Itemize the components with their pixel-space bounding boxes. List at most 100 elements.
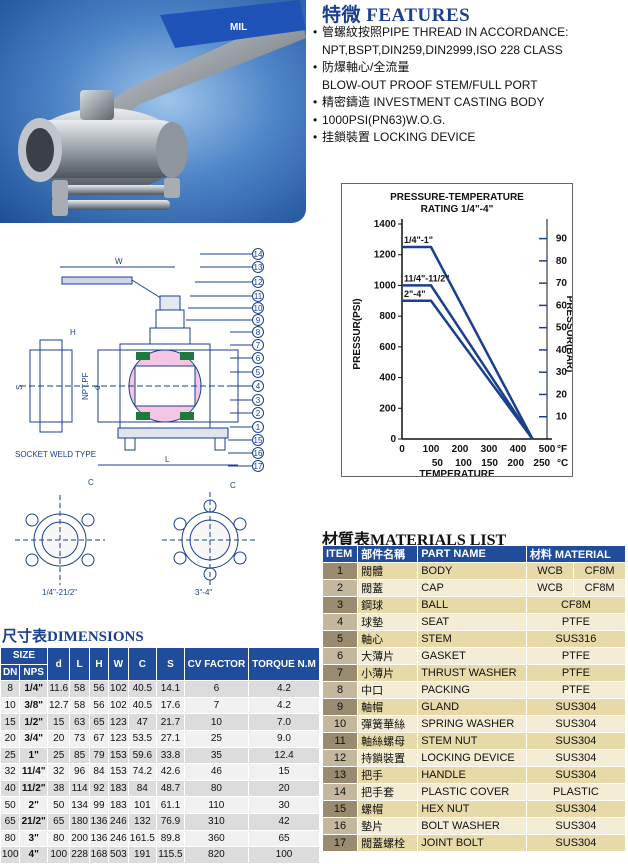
material-part-name: GLAND <box>417 698 527 716</box>
dimension-cell: 42 <box>248 812 320 831</box>
material-value: PTFE <box>525 647 627 665</box>
dimension-cell: 100 <box>46 846 71 864</box>
dimension-cell: 7.0 <box>248 713 320 731</box>
material-item-number: 8 <box>321 681 359 699</box>
material-value: SUS304 <box>525 766 627 784</box>
x-axis-label: TEMPERATURE <box>419 469 495 476</box>
dimension-cell: 25 <box>0 746 21 765</box>
chart-subtitle: RATING 1/4"-4" <box>421 204 494 215</box>
dimension-cell: 74.2 <box>127 763 158 781</box>
y-tick-label: 800 <box>379 311 396 322</box>
dimension-cell: 76.9 <box>156 812 185 831</box>
material-item-number: 9 <box>321 698 359 716</box>
callout-circle <box>252 421 264 433</box>
material-value: SUS304 <box>525 800 627 818</box>
dimension-cell: 84 <box>127 779 158 798</box>
dim-h: H <box>70 328 76 337</box>
dimension-cell: 53.5 <box>127 729 158 748</box>
material-value: PTFE <box>525 613 627 631</box>
feature-item: NPT,BSPT,DIN259,DIN2999,ISO 228 CLASS <box>322 42 563 57</box>
dim-header-cv: CV FACTOR <box>183 646 250 682</box>
dimension-cell: 101 <box>127 796 158 814</box>
mat-header-material: 材料 MATERIAL <box>525 545 627 563</box>
material-value: SUS304 <box>525 817 627 835</box>
dim-header-s: S <box>156 646 185 682</box>
dimension-cell: 102 <box>108 680 129 698</box>
dimension-cell: 310 <box>183 812 250 831</box>
material-part-name: STEM NUT <box>417 732 527 750</box>
dimension-cell: 200 <box>69 829 90 848</box>
callout-circle <box>252 407 264 419</box>
dimension-cell: 56 <box>88 696 110 715</box>
material-name-cn: 把手套 <box>357 783 419 801</box>
y2-tick-label: 60 <box>556 300 568 311</box>
material-part-name: CAP <box>417 579 527 597</box>
y2-tick-label: 50 <box>556 323 568 334</box>
material-name-cn: 閥體 <box>357 562 419 580</box>
dimension-cell: 42.6 <box>156 763 185 781</box>
y2-tick-label: 20 <box>556 389 568 400</box>
material-part-name: JOINT BOLT <box>417 834 527 852</box>
material-value-2: CF8M <box>573 579 626 597</box>
dimension-cell: 3/4" <box>19 729 48 748</box>
dim-s: S <box>15 385 24 390</box>
dimension-cell: 20 <box>248 779 320 798</box>
dimension-cell: 65 <box>46 812 71 831</box>
dimension-cell: 12.7 <box>46 696 71 715</box>
dim-l: L <box>165 455 170 464</box>
dimension-cell: 1/4" <box>19 680 48 698</box>
chart-title: PRESSURE-TEMPERATURE <box>390 192 524 203</box>
material-name-cn: 軸帽 <box>357 698 419 716</box>
material-item-number: 3 <box>321 596 359 614</box>
callout-circle <box>252 434 264 446</box>
dimension-cell: 21/2" <box>19 812 48 831</box>
dimension-cell: 14.1 <box>156 680 185 698</box>
dimension-cell: 80 <box>0 829 21 848</box>
material-part-name: BODY <box>417 562 527 580</box>
dimension-cell: 161.5 <box>127 829 158 848</box>
dimension-cell: 50 <box>46 796 71 814</box>
material-name-cn: 持鎖裝置 <box>357 749 419 767</box>
dimension-cell: 7 <box>183 696 250 715</box>
material-value: SUS304 <box>525 698 627 716</box>
callout-number: 7 <box>256 341 261 350</box>
dimension-cell: 21.7 <box>156 713 185 731</box>
material-value: PLASTIC <box>525 783 627 801</box>
dim-c-large: C <box>230 481 236 490</box>
dimension-cell: 15 <box>248 763 320 781</box>
dimension-cell: 46 <box>183 763 250 781</box>
material-item-number: 17 <box>321 834 359 852</box>
y-tick-label: 1200 <box>374 250 397 261</box>
series-line <box>402 284 534 440</box>
material-item-number: 5 <box>321 630 359 648</box>
material-part-name: PACKING <box>417 681 527 699</box>
dimension-cell: 48.7 <box>156 779 185 798</box>
material-value: SUS304 <box>525 732 627 750</box>
dimension-cell: 61.1 <box>156 796 185 814</box>
y2-tick-label: 90 <box>556 234 568 245</box>
dimension-cell: 110 <box>183 796 250 814</box>
dim-c-small: C <box>88 478 94 487</box>
dimension-cell: 1/2" <box>19 713 48 731</box>
material-item-number: 14 <box>321 783 359 801</box>
series-label: 1/4"-1" <box>404 235 433 245</box>
material-item-number: 11 <box>321 732 359 750</box>
dimension-cell: 3" <box>19 829 48 848</box>
x-tick-label-c: 150 <box>481 458 498 469</box>
dimension-cell: 58 <box>69 696 90 715</box>
dimension-cell: 183 <box>108 796 129 814</box>
dimension-cell: 65 <box>0 812 21 831</box>
